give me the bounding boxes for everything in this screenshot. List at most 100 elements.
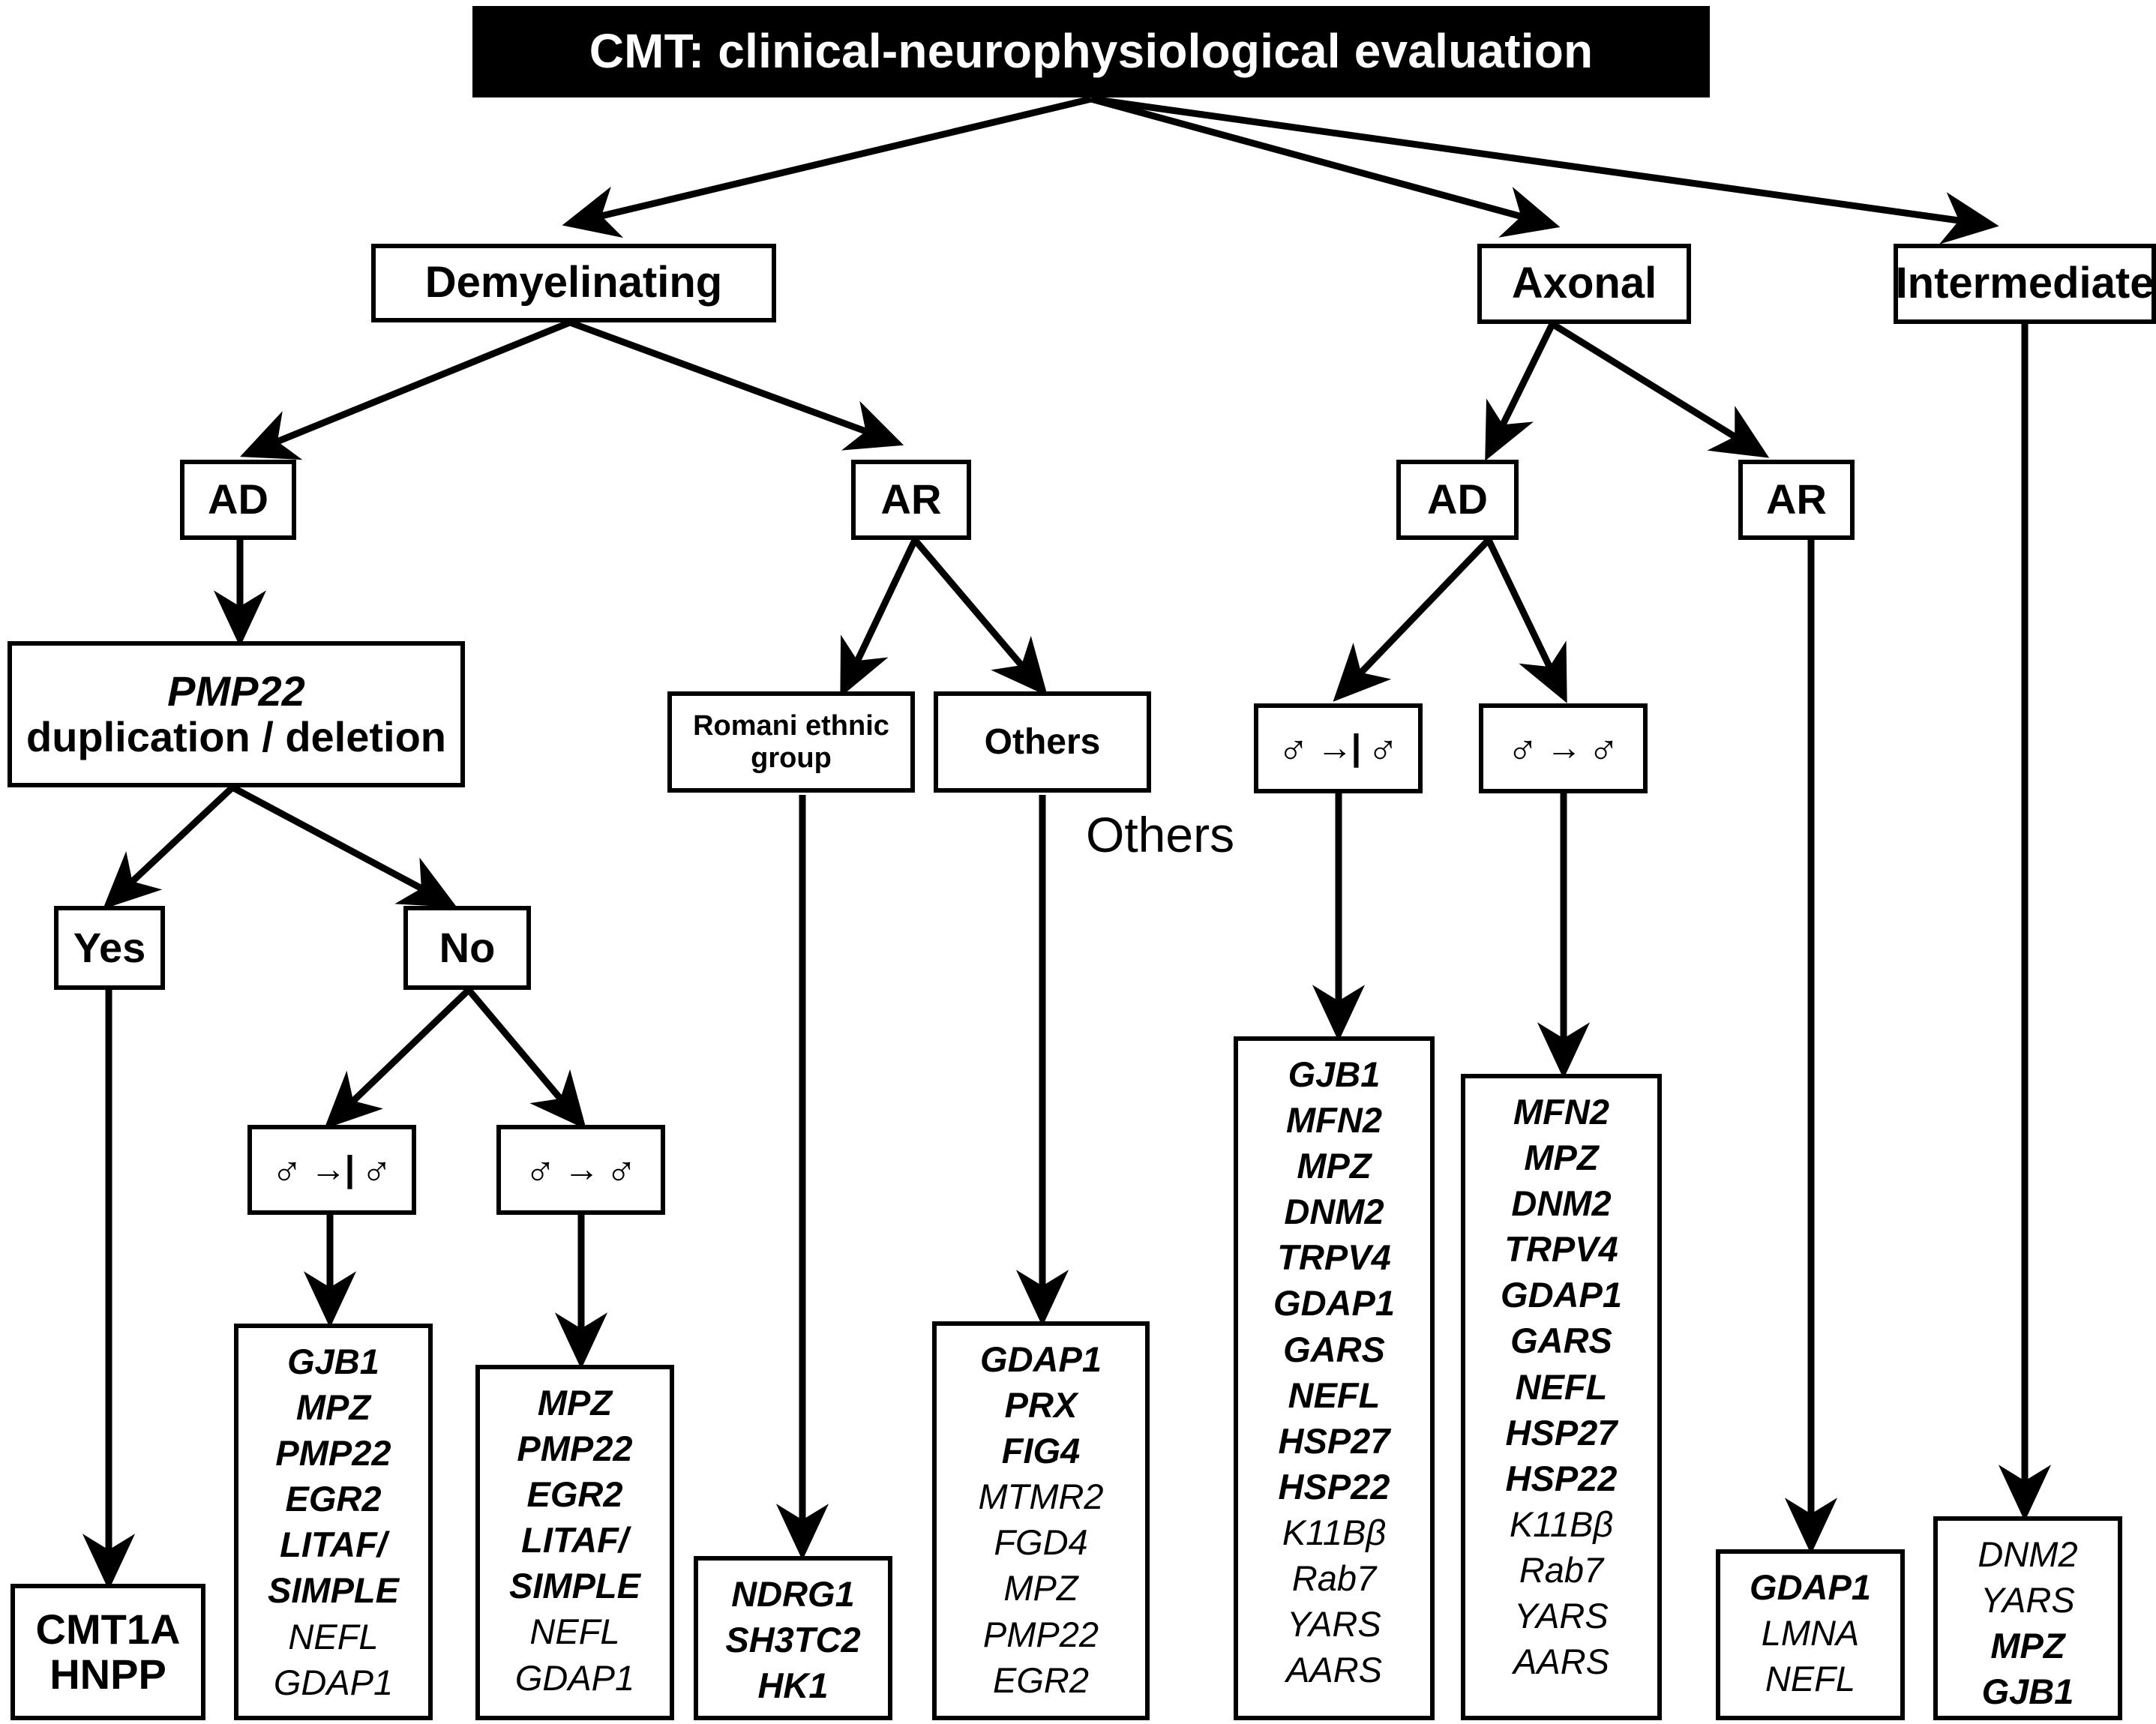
gene-item: MTMR2 [978,1477,1104,1517]
gene-item: MPZ [1524,1138,1599,1178]
gene-item: MPZ [295,1387,371,1428]
gene-item: LITAF/ [280,1525,387,1565]
gene-item: GDAP1 [1501,1275,1622,1315]
gene-item: GDAP1 [1750,1567,1871,1607]
gene-item: EGR2 [993,1660,1089,1700]
gene-item: GJB1 [1288,1054,1381,1094]
node-cmt1a-hnpp[interactable]: CMT1A HNPP [10,1584,205,1720]
node-pmp22-test[interactable]: PMP22 duplication / deletion [7,641,465,787]
gene-item: PMP22 [517,1429,633,1469]
node-axonal-ad[interactable]: AD [1396,460,1519,540]
gene-item: EGR2 [285,1479,382,1519]
gene-item: NEFL [1515,1366,1608,1407]
blocked-arrow-icon: →| [1316,728,1361,768]
gene-item: SH3TC2 [725,1620,861,1660]
title-text: CMT: clinical-neurophysiological evaluat… [589,24,1594,79]
gene-item: MFN2 [1513,1092,1609,1132]
transmission-symbols: ♂ →| ♂ [271,1149,392,1191]
gene-item: HSP22 [1505,1458,1618,1498]
mars-icon-left: ♂ [1277,724,1309,772]
gene-item: Rab7 [1519,1549,1604,1590]
gene-item: GDAP1 [514,1657,635,1698]
mars-icon-left: ♂ [1507,724,1539,772]
title-banner: CMT: clinical-neurophysiological evaluat… [472,6,1710,97]
node-demyelinating-ad[interactable]: AD [180,460,296,540]
gene-item: YARS [1287,1604,1381,1645]
gene-item: SIMPLE [509,1566,640,1606]
gene-item: DNM2 [1511,1183,1612,1224]
gene-item: HK1 [757,1666,829,1706]
gene-item: TRPV4 [1277,1237,1391,1278]
node-ar-others[interactable]: Others [934,691,1151,793]
node-demyelinating-ar-label: AR [880,475,942,523]
node-pmp22-desc: duplication / deletion [26,712,446,760]
gene-item: EGR2 [526,1474,623,1515]
arrow-right-icon: → [563,1150,600,1189]
node-male-to-male-blocked-demyelinating[interactable]: ♂ →| ♂ [247,1125,416,1215]
gene-item: YARS [1981,1580,2075,1621]
gene-item: YARS [1514,1596,1609,1636]
mars-icon-right: ♂ [605,1146,637,1193]
gene-item: HSP22 [1278,1466,1390,1507]
node-pmp22-gene: PMP22 [167,667,305,715]
gene-item: DNM2 [1284,1192,1384,1232]
node-cmt1a-line2: HNPP [49,1651,166,1698]
node-male-to-male-allowed-demyelinating[interactable]: ♂ → ♂ [496,1125,665,1215]
node-ar-others-label: Others [984,721,1101,762]
gene-item: PMP22 [275,1433,391,1474]
gene-item: GDAP1 [980,1339,1102,1379]
node-cmt1a-line1: CMT1A [35,1605,181,1653]
gene-item: PMP22 [982,1614,1099,1654]
node-answer-no[interactable]: No [403,906,531,990]
gene-item: AARS [1513,1642,1609,1682]
gene-item: MPZ [1297,1146,1372,1186]
node-male-to-male-blocked-axonal[interactable]: ♂ →| ♂ [1254,703,1423,793]
transmission-symbols: ♂ → ♂ [1507,727,1620,769]
gene-item: GARS [1510,1321,1612,1361]
transmission-symbols: ♂ →| ♂ [1278,727,1399,769]
node-intermediate-label: Intermediate [1895,259,2155,308]
node-answer-yes[interactable]: Yes [54,906,165,990]
mars-icon-left: ♂ [524,1146,556,1193]
node-male-to-male-allowed-axonal[interactable]: ♂ → ♂ [1479,703,1648,793]
gene-item: NEFL [288,1616,379,1657]
node-answer-no-label: No [439,923,496,971]
floating-others-label: Others [1086,807,1235,862]
gene-item: GDAP1 [273,1662,394,1702]
blocked-arrow-icon: →| [310,1150,355,1189]
node-axonal-ar[interactable]: AR [1738,460,1855,540]
gene-item: MFN2 [1286,1100,1382,1141]
gene-item: NEFL [1288,1375,1381,1415]
node-axonal-label: Axonal [1511,259,1657,308]
gene-item: LITAF/ [521,1520,628,1561]
gene-item: NEFL [1765,1659,1856,1699]
node-romani-ethnic-group[interactable]: Romani ethnic group [667,691,915,793]
gene-item: GDAP1 [1273,1283,1395,1324]
gene-item: PRX [1004,1385,1078,1426]
gene-item: SIMPLE [268,1570,399,1611]
node-axonal[interactable]: Axonal [1477,244,1691,324]
node-intermediate[interactable]: Intermediate [1894,244,2156,324]
gene-item: GJB1 [287,1342,379,1381]
gene-item: K11Bβ [1509,1504,1614,1544]
node-axonal-ar-label: AR [1766,475,1827,523]
node-demyelinating-ar[interactable]: AR [851,460,971,540]
mars-icon-right: ♂ [1588,724,1620,772]
mars-icon-right: ♂ [361,1146,393,1193]
gene-item: HSP27 [1505,1412,1618,1453]
gene-item: AARS [1286,1650,1382,1690]
node-demyelinating-ad-label: AD [208,475,268,523]
node-demyelinating[interactable]: Demyelinating [371,244,776,322]
gene-item: TRPV4 [1504,1229,1618,1270]
gene-item: GJB1 [1981,1672,2074,1712]
node-answer-yes-label: Yes [73,923,146,971]
